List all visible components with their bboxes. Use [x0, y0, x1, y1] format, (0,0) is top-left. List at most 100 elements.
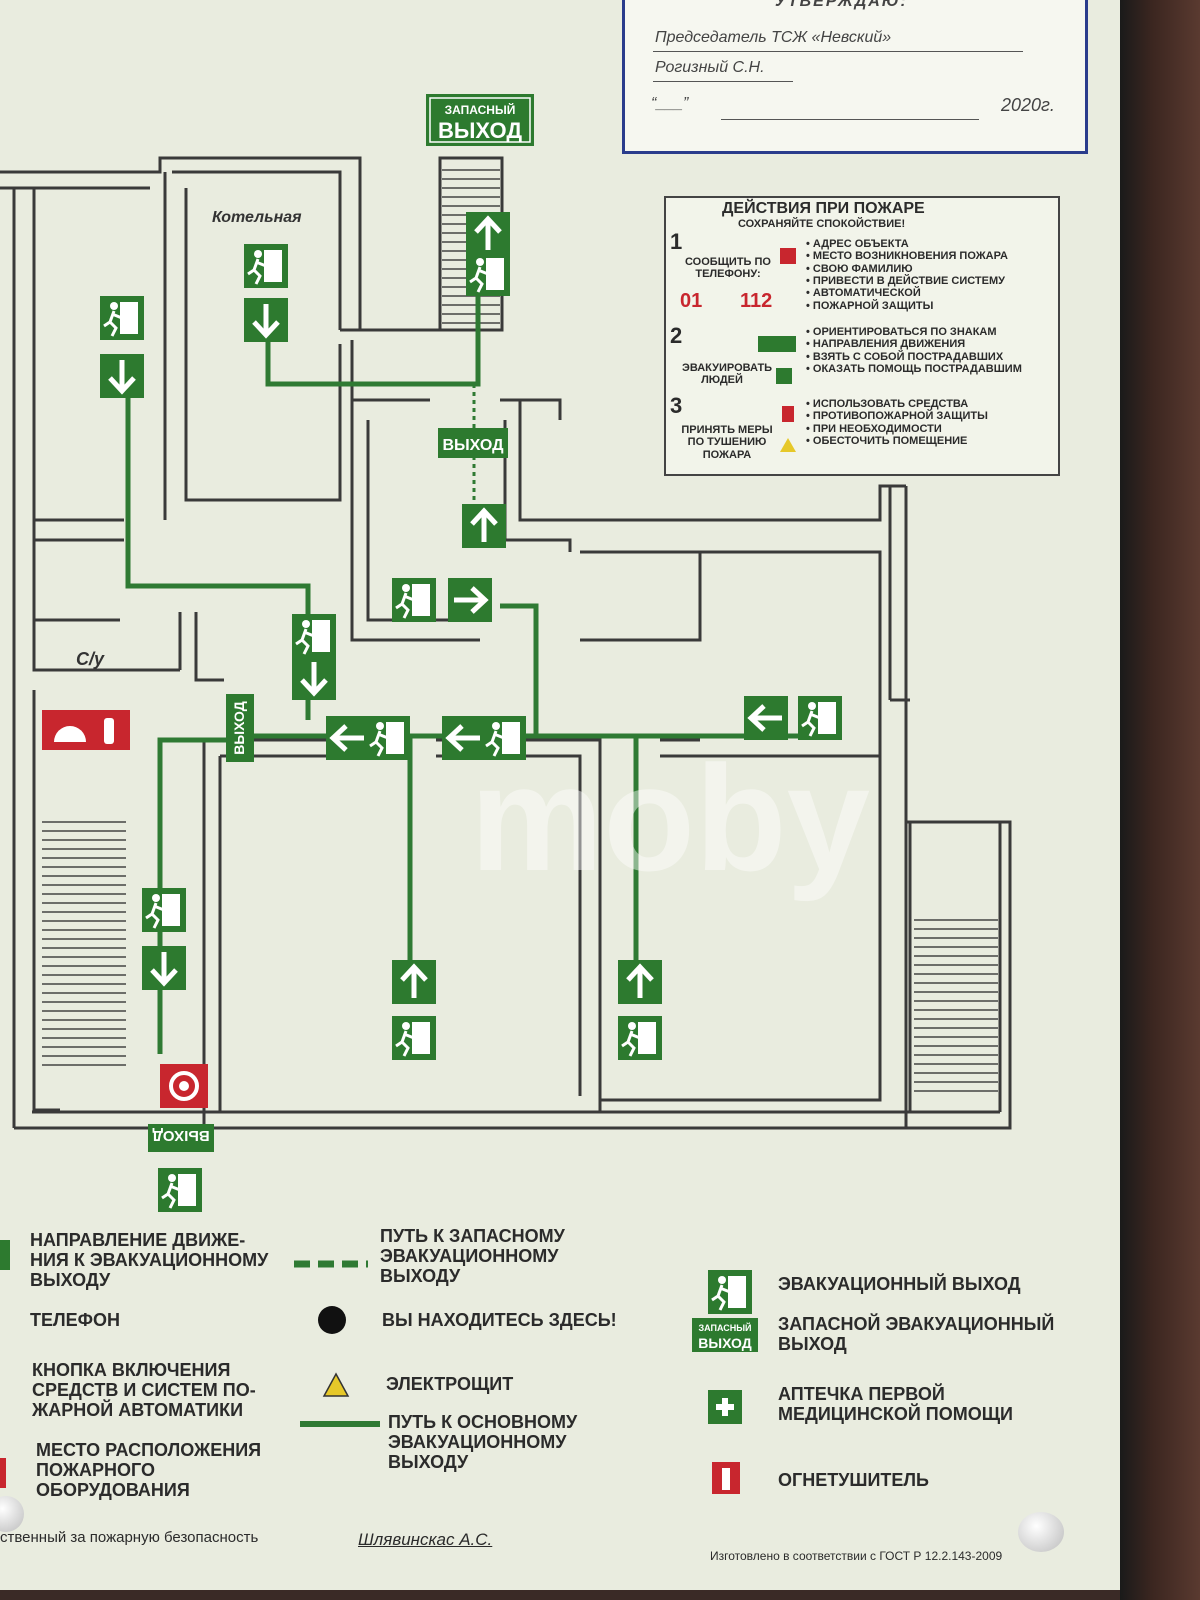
approval-position: Председатель ТСЖ «Невский» — [655, 29, 892, 46]
running-man-icon — [290, 612, 338, 660]
warning-icon — [780, 438, 796, 452]
stairs — [42, 169, 998, 1092]
footer-responsible-label: ственный за пожарную безопасность — [0, 1529, 259, 1546]
frame-edge — [1120, 0, 1200, 1600]
svg-text:ВЫХОД: ВЫХОД — [152, 1127, 210, 1144]
approval-header: УТВЕРЖДАЮ: — [775, 0, 908, 10]
arrow-up-icon — [462, 504, 506, 548]
action-item: • ОРИЕНТИРОВАТЬСЯ ПО ЗНАКАМ — [806, 326, 997, 338]
legend-button: КНОПКА ВКЛЮЧЕНИЯ СРЕДСТВ И СИСТЕМ ПО- ЖА… — [32, 1360, 256, 1421]
svg-text:ВЫХОД: ВЫХОД — [231, 701, 247, 754]
spare-exit-sign-top: ЗАПАСНЫЙ ВЫХОД — [426, 94, 534, 146]
warning-icon — [322, 1372, 350, 1397]
action-item: • ПРОТИВОПОЖАРНОЙ ЗАЩИТЫ — [806, 410, 988, 423]
running-man-icon — [140, 886, 188, 934]
action-item: • СВОЮ ФАМИЛИЮ — [806, 262, 913, 275]
running-man-icon — [242, 242, 290, 290]
arrow-down-icon — [244, 298, 288, 342]
legend-spare-exit: ЗАПАСНОЙ ЭВАКУАЦИОННЫЙ ВЫХОД — [778, 1314, 1055, 1355]
arrow-up-icon — [618, 960, 662, 1004]
svg-text:ЗАПАСНЫЙ: ЗАПАСНЫЙ — [445, 102, 516, 117]
screw-right — [1018, 1512, 1064, 1552]
arrow-up-icon — [466, 212, 510, 256]
action-item: • АВТОМАТИЧЕСКОЙ — [806, 287, 921, 300]
step1-number: 1 — [670, 229, 683, 254]
action-item: • ПРИ НЕОБХОДИМОСТИ — [806, 422, 942, 435]
fire-actions-title: ДЕЙСТВИЯ ПРИ ПОЖАРЕ — [722, 200, 925, 217]
footer-responsible-name: Шлявинскас А.С. — [358, 1530, 493, 1549]
running-man-icon — [706, 1268, 754, 1316]
arrow-up-icon — [392, 960, 436, 1004]
legend-phone: ТЕЛЕФОН — [30, 1310, 120, 1330]
running-man-icon — [364, 714, 412, 762]
action-item: • ИСПОЛЬЗОВАТЬ СРЕДСТВА — [806, 398, 969, 410]
exit-label-bottom: ВЫХОД — [148, 1124, 214, 1152]
action-item: • ОКАЗАТЬ ПОМОЩЬ ПОСТРАДАВШИМ — [806, 362, 1022, 375]
signs-layer: ЗАПАСНЫЙ ВЫХОД ВЫХОД ВЫХОД — [0, 94, 844, 1494]
running-man-icon — [464, 250, 512, 298]
legend-panel: ЭЛЕКТРОЩИТ — [386, 1374, 514, 1394]
legend-you-are-here: ВЫ НАХОДИТЕСЬ ЗДЕСЬ! — [382, 1310, 617, 1330]
legend-direction: НАПРАВЛЕНИЕ ДВИЖЕ- НИЯ К ЭВАКУАЦИОННОМУ … — [30, 1230, 269, 1291]
floor-plan: Котельная С/у moby — [0, 156, 1012, 1130]
running-man-icon — [98, 294, 146, 342]
step1-label: СООБЩИТЬ ПО ТЕЛЕФОНУ: — [685, 256, 771, 281]
step3-label: ПРИНЯТЬ МЕРЫ ПО ТУШЕНИЮ ПОЖАРА — [681, 424, 773, 461]
arrow-down-icon — [292, 656, 336, 700]
running-man-icon — [796, 694, 844, 742]
action-item: • ОБЕСТОЧИТЬ ПОМЕЩЕНИЕ — [806, 434, 968, 447]
action-item: • НАПРАВЛЕНИЯ ДВИЖЕНИЯ — [806, 338, 966, 351]
fire-hose-icon — [54, 726, 86, 742]
approval-name: Рогизный С.Н. — [655, 59, 765, 76]
legend-main-path: ПУТЬ К ОСНОВНОМУ ЭВАКУАЦИОННОМУ ВЫХОДУ — [388, 1412, 578, 1473]
arrow-left-icon — [442, 716, 486, 760]
svg-text:ЗАПАСНЫЙ: ЗАПАСНЫЙ — [698, 1322, 751, 1333]
first-aid-icon — [776, 368, 792, 384]
extinguisher-icon — [104, 718, 114, 744]
approval-date-day: “___” — [651, 95, 689, 112]
legend-evac-exit: ЭВАКУАЦИОННЫЙ ВЫХОД — [778, 1274, 1021, 1294]
first-aid-icon — [708, 1390, 742, 1424]
fire-actions-panel: ДЕЙСТВИЯ ПРИ ПОЖАРЕ СОХРАНЯЙТЕ СПОКОЙСТВ… — [664, 196, 1060, 476]
room-wc-label: С/у — [76, 649, 105, 669]
action-item: • ПРИВЕСТИ В ДЕЙСТВИЕ СИСТЕМУ — [806, 274, 1005, 287]
running-man-icon — [616, 1014, 664, 1062]
step1-phone-112: 112 — [740, 290, 773, 312]
step2-number: 2 — [670, 323, 683, 348]
action-item: • МЕСТО ВОЗНИКНОВЕНИЯ ПОЖАРА — [806, 250, 1008, 263]
legend-icons: ЗАПАСНЫЙ ВЫХОД — [0, 1240, 758, 1494]
step2-label: ЭВАКУИРОВАТЬ ЛЮДЕЙ — [682, 362, 773, 387]
approval-box: УТВЕРЖДАЮ: Председатель ТСЖ «Невский» Ро… — [622, 0, 1088, 154]
arrow-right-icon — [448, 578, 492, 622]
svg-text:ВЫХОД: ВЫХОД — [438, 118, 522, 143]
svg-text:ВЫХОД: ВЫХОД — [442, 437, 504, 454]
spare-exit-mini-icon: ЗАПАСНЫЙ ВЫХОД — [692, 1318, 758, 1352]
exit-sign-mini-icon — [758, 336, 796, 352]
fire-button-icon — [160, 1064, 208, 1108]
running-man-icon — [480, 714, 528, 762]
legend-first-aid: АПТЕЧКА ПЕРВОЙ МЕДИЦИНСКОЙ ПОМОЩИ — [778, 1384, 1013, 1425]
fire-equipment-icons — [42, 710, 130, 750]
action-item: • ПОЖАРНОЙ ЗАЩИТЫ — [806, 299, 934, 312]
legend-equipment: МЕСТО РАСПОЛОЖЕНИЯ ПОЖАРНОГО ОБОРУДОВАНИ… — [36, 1440, 262, 1501]
arrow-left-icon — [326, 716, 370, 760]
running-man-icon — [390, 1014, 438, 1062]
arrow-down-icon — [100, 354, 144, 398]
watermark: moby — [470, 734, 870, 902]
phone-icon — [780, 248, 796, 264]
arrow-left-icon — [744, 696, 788, 740]
fire-actions-subtitle: СОХРАНЯЙТЕ СПОКОЙСТВИЕ! — [738, 218, 906, 230]
exit-label-left-vertical: ВЫХОД — [226, 694, 254, 762]
svg-text:ВЫХОД: ВЫХОД — [698, 1335, 751, 1351]
room-boiler-label: Котельная — [212, 209, 302, 226]
walls — [0, 156, 1012, 1130]
you-are-here-icon — [318, 1306, 346, 1334]
footer-gost: Изготовлено в соответствии с ГОСТ Р 12.2… — [710, 1549, 1003, 1563]
arrow-down-icon — [142, 946, 186, 990]
legend-extinguisher: ОГНЕТУШИТЕЛЬ — [778, 1470, 929, 1490]
extinguisher-icon — [782, 406, 794, 422]
action-item: • АДРЕС ОБЪЕКТА — [806, 238, 909, 250]
action-item: • ВЗЯТЬ С СОБОЙ ПОСТРАДАВШИХ — [806, 350, 1004, 363]
exit-label-center: ВЫХОД — [438, 428, 508, 458]
